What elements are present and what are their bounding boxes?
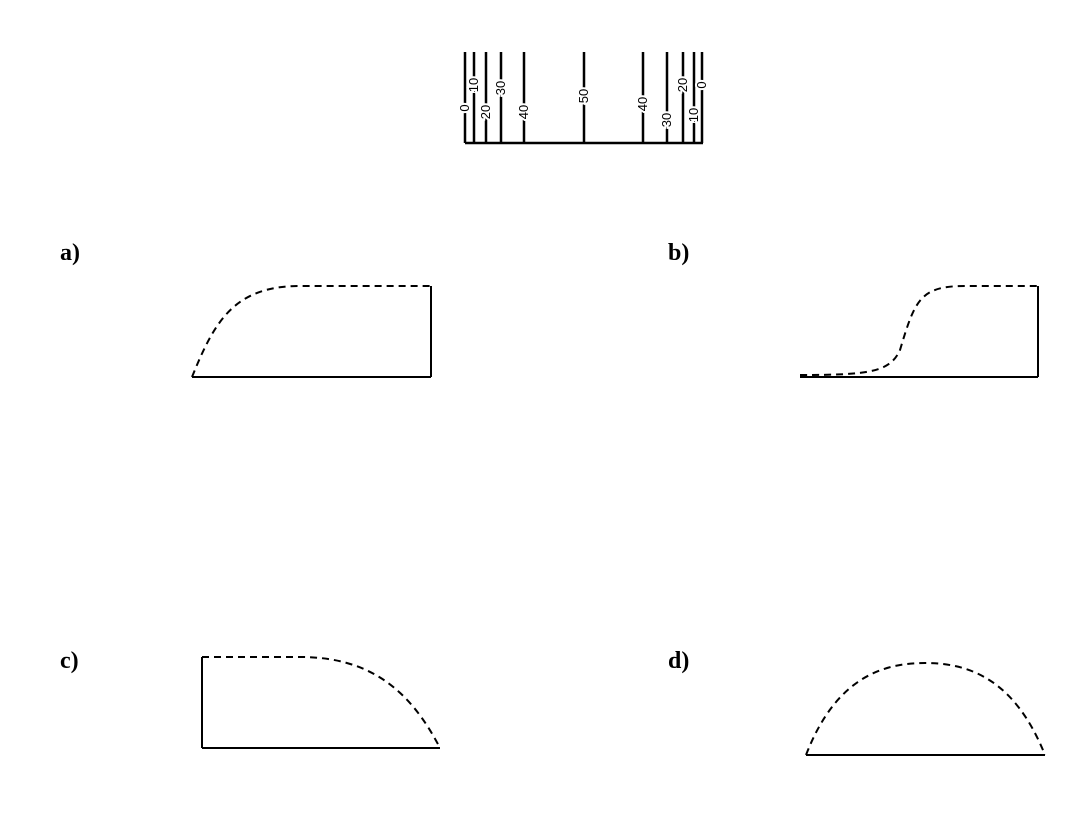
scale-tick-label: 0: [694, 81, 709, 88]
panel-d-shape: [805, 661, 1046, 756]
scale-tick-label: 10: [466, 78, 481, 92]
scale-tick-label: 30: [659, 113, 674, 127]
scale-ruler: [463, 52, 704, 145]
scale-tick-label: 20: [675, 78, 690, 92]
panel-b-dashed-profile: [799, 285, 1038, 376]
panel-a-label: a): [60, 240, 80, 266]
panel-a-shape: [191, 285, 432, 378]
scale-tick-label: 40: [516, 105, 531, 119]
scale-tick-label: 20: [478, 105, 493, 119]
scale-tick-label: 10: [686, 108, 701, 122]
scale-tick-label: 50: [576, 89, 591, 103]
scale-tick-label: 30: [493, 81, 508, 95]
scale-tick-label: 40: [635, 97, 650, 111]
panel-c-shape: [201, 656, 441, 749]
panel-c-dashed-profile: [202, 656, 441, 749]
scale-tick-label: 0: [457, 104, 472, 111]
panel-d-dashed-profile: [805, 661, 1046, 756]
panel-d-label: d): [668, 648, 690, 674]
panel-a-dashed-profile: [191, 285, 431, 378]
panel-b-shape: [799, 285, 1039, 378]
panel-b-label: b): [668, 240, 690, 266]
panel-c-label: c): [60, 648, 79, 674]
